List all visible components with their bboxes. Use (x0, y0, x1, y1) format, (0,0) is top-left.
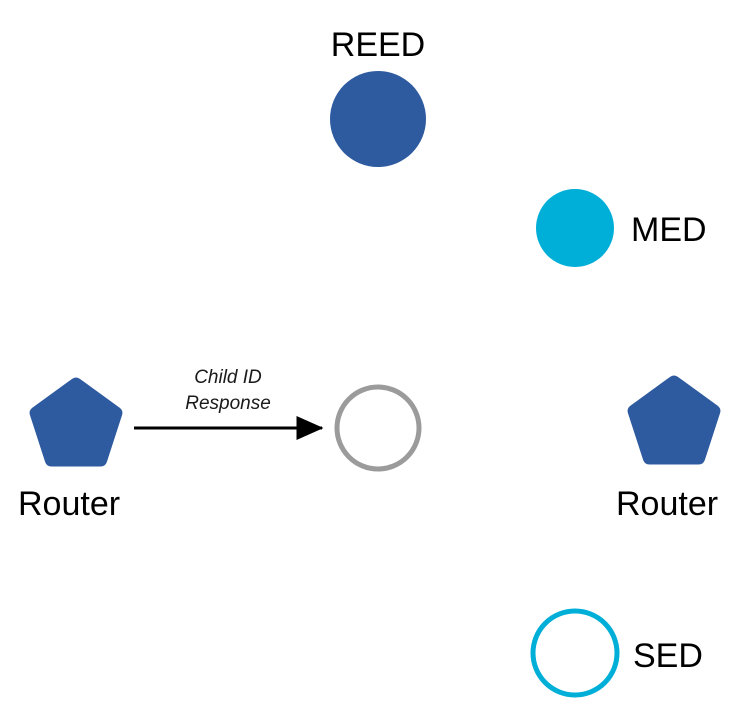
node-med[interactable]: MED (536, 189, 707, 267)
child-id-response-label-line1: Child ID (194, 367, 262, 388)
reed-circle-icon[interactable] (330, 71, 426, 167)
med-circle-icon[interactable] (536, 189, 614, 267)
router-right-label: Router (616, 485, 718, 523)
node-router-right[interactable]: Router (616, 375, 721, 523)
router-left-label: Router (18, 485, 120, 523)
router-right-pentagon-icon[interactable] (627, 375, 721, 465)
router-left-pentagon-icon[interactable] (29, 377, 123, 467)
node-reed[interactable]: REED (330, 26, 426, 167)
sed-circle-icon[interactable] (530, 608, 620, 698)
joiner-circle-icon[interactable] (334, 384, 422, 472)
node-joiner[interactable] (334, 384, 422, 472)
reed-label: REED (331, 26, 425, 64)
node-router-left[interactable]: Router (18, 377, 123, 523)
node-sed[interactable]: SED (530, 608, 703, 698)
child-id-response-label-line2: Response (185, 393, 271, 414)
med-label: MED (631, 211, 707, 249)
edge-child-id-response[interactable]: Child ID Response (134, 367, 324, 440)
sed-label: SED (633, 637, 703, 675)
